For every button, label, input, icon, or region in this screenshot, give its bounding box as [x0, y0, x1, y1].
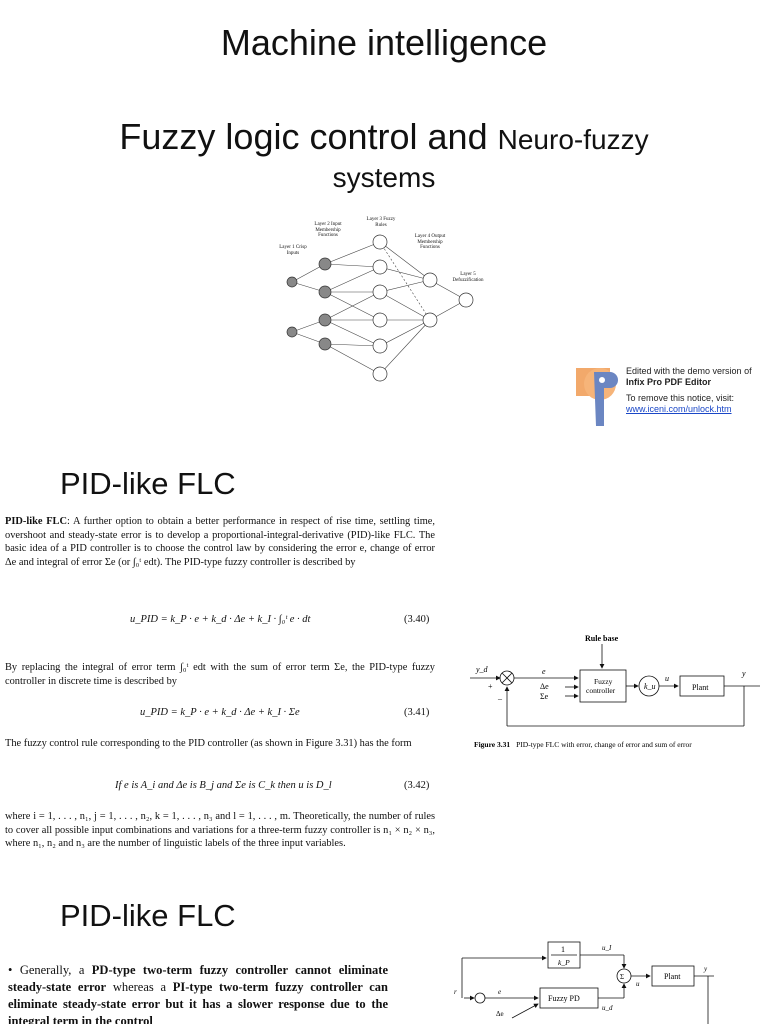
ui-label: u_I [602, 944, 612, 952]
input-node [286, 276, 298, 288]
rule-node [372, 234, 388, 250]
rule-node [372, 259, 388, 275]
para1-text: : A further option to obtain a better pe… [5, 516, 435, 568]
equation-3-42-number: (3.42) [404, 780, 430, 791]
rule-base-label: Rule base [585, 634, 619, 643]
subtitle-line2: systems [332, 162, 436, 193]
y-label: y [741, 669, 746, 678]
layer5-label: Layer 5 Defuzzification [452, 272, 484, 283]
watermark-link[interactable]: www.iceni.com/unlock.htm [626, 404, 732, 414]
figure-caption: Figure 3.31 PID-type FLC with error, chan… [474, 740, 692, 749]
e-label: e [542, 667, 546, 676]
equation-3-41-number: (3.41) [404, 707, 430, 718]
membership-node [318, 257, 332, 271]
bullet-icon: • [8, 963, 13, 977]
rule-node [372, 312, 388, 328]
output-mf-node [422, 312, 438, 328]
ud-label: u_d [602, 1004, 613, 1012]
minus-label: – [497, 694, 503, 703]
pid-flc-block-diagram: Rule base y_d + – e Δe Σe Fuzzy controll… [470, 634, 760, 749]
watermark-line1: Edited with the demo version of [626, 366, 752, 376]
sigma-label: Σ [620, 973, 624, 981]
slide3-heading: PID-like FLC [60, 898, 236, 933]
defuzz-node [458, 292, 474, 308]
yd-label: y_d [475, 665, 489, 674]
bullet-bold-1: PD-type two-term fuzzy controller cannot… [8, 963, 388, 994]
layer3-label: Layer 3 Fuzzy Rules [366, 217, 396, 228]
one-label: 1 [561, 945, 565, 954]
r-label: r [454, 988, 457, 996]
delta-e-label: Δe [540, 682, 549, 691]
figure-3-31: Rule base y_d + – e Δe Σe Fuzzy controll… [470, 630, 762, 754]
watermark-line2: Infix Pro PDF Editor [626, 377, 712, 387]
bullet-bold-2: PI-type two-term fuzzy controller can el… [8, 980, 388, 1024]
output-mf-node [422, 272, 438, 288]
fuzzy-pd-block-svg: 1 k_P u_I Σ u Plant y r e Fuzzy PD u_d Δ… [454, 941, 714, 1024]
slide2-heading: PID-like FLC [60, 466, 236, 501]
e-label: e [498, 988, 501, 996]
equation-3-40-number: (3.40) [404, 614, 430, 625]
paragraph-2: By replacing the integral of error term … [5, 662, 435, 687]
caption-text: PID-type FLC with error, change of error… [516, 740, 692, 749]
y-label: y [703, 965, 708, 973]
paragraph-1: PID-like FLC: A further option to obtain… [5, 515, 435, 569]
paragraph-4: where i = 1, . . . , n₁, j = 1, . . . , … [5, 811, 435, 850]
rule-node [372, 284, 388, 300]
paragraph-3: The fuzzy control rule corresponding to … [5, 738, 412, 749]
rule-node [372, 366, 388, 382]
plant-label: Plant [692, 683, 709, 692]
infix-logo-icon [576, 368, 618, 426]
bullet-item: • Generally, a PD-type two-term fuzzy co… [8, 962, 388, 1024]
u-label: u [636, 980, 640, 988]
input-node [286, 326, 298, 338]
fuzzy-label: Fuzzy [594, 677, 613, 686]
bullet-text-1: Generally, a [19, 963, 92, 977]
rule-node [372, 338, 388, 354]
kp-label: k_P [558, 958, 570, 967]
membership-node [318, 337, 332, 351]
caption-bold: Figure 3.31 [474, 740, 510, 749]
u-label: u [665, 674, 669, 683]
membership-node [318, 313, 332, 327]
plant-label: Plant [664, 972, 681, 981]
network-svg [286, 234, 474, 382]
slide-title: Machine intelligence [220, 22, 548, 63]
fuzzy-pd-label: Fuzzy PD [548, 994, 580, 1003]
watermark-line3: To remove this notice, visit: [626, 393, 735, 403]
infix-watermark: Edited with the demo version of Infix Pr… [576, 364, 766, 434]
controller-label: controller [586, 686, 616, 695]
layer4-label: Layer 4 Output Membership Functions [414, 234, 446, 250]
slide-subtitle: Fuzzy logic control and Neuro-fuzzy [0, 116, 768, 158]
bullet-text-2: whereas a [106, 980, 173, 994]
subtitle-small: Neuro-fuzzy [497, 124, 649, 155]
neuro-fuzzy-network-diagram: Layer 1 Crisp Inputs Layer 2 Input Membe… [270, 212, 500, 387]
para1-bold: PID-like FLC [5, 516, 67, 527]
layer2-label: Layer 2 Input Membership Functions [314, 222, 342, 238]
equation-3-42: If e is A_i and Δe is B_j and Σe is C_k … [115, 780, 332, 791]
plus-label: + [488, 682, 493, 691]
subtitle-main: Fuzzy logic control and [119, 116, 488, 157]
ku-label: k_u [644, 682, 656, 691]
sum-e-label: Σe [540, 692, 549, 701]
equation-3-40: u_PID = k_P · e + k_d · Δe + k_I · ∫₀ᵗ e… [130, 614, 311, 625]
equation-3-41: u_PID = k_P · e + k_d · Δe + k_I · Σe [140, 707, 300, 718]
fuzzy-pd-diagram: 1 k_P u_I Σ u Plant y r e Fuzzy PD u_d Δ… [452, 938, 752, 1024]
delta-e-label: Δe [496, 1010, 504, 1018]
layer1-label: Layer 1 Crisp Inputs [279, 245, 307, 256]
membership-node [318, 285, 332, 299]
